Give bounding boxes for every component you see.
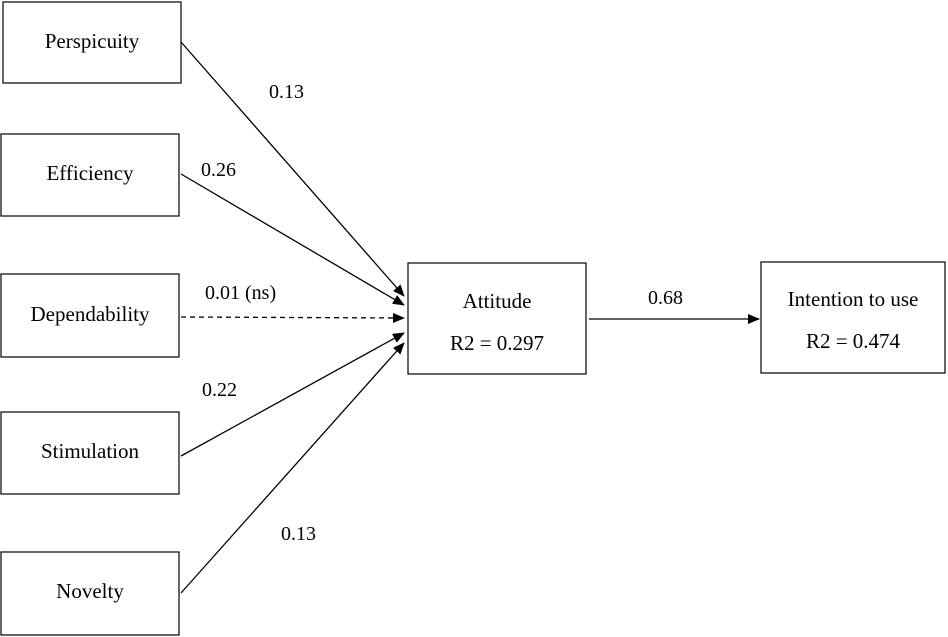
node-efficiency: Efficiency [0,133,180,217]
node-efficiency-label: Efficiency [46,161,134,185]
node-intention-r2: R2 = 0.474 [806,329,901,353]
edge-label-efficiency-attitude: 0.26 [201,159,236,181]
edge-novelty-attitude [180,342,405,594]
edge-perspicuity-attitude [180,41,405,297]
node-stimulation: Stimulation [0,411,180,495]
node-stimulation-label: Stimulation [41,439,140,463]
node-attitude-r2: R2 = 0.297 [450,331,544,355]
node-novelty: Novelty [0,551,180,636]
node-attitude: Attitude R2 = 0.297 [407,262,587,375]
edge-label-novelty-attitude: 0.13 [281,523,316,545]
node-novelty-label: Novelty [56,579,124,603]
node-dependability-label: Dependability [31,302,150,326]
node-intention-label: Intention to use [788,287,919,311]
node-dependability: Dependability [0,273,180,358]
edge-stimulation-attitude [180,332,405,457]
edge-label-perspicuity-attitude: 0.13 [269,81,304,103]
edge-label-attitude-intention: 0.68 [648,287,683,309]
edge-label-stimulation-attitude: 0.22 [202,379,237,401]
edge-dependability-attitude [180,312,405,323]
node-perspicuity: Perspicuity [2,1,182,84]
node-perspicuity-label: Perspicuity [45,29,140,53]
node-intention: Intention to use R2 = 0.474 [760,261,946,374]
edge-efficiency-attitude [180,173,405,306]
edge-label-dependability-attitude: 0.01 (ns) [205,282,276,304]
node-attitude-label: Attitude [463,289,532,313]
